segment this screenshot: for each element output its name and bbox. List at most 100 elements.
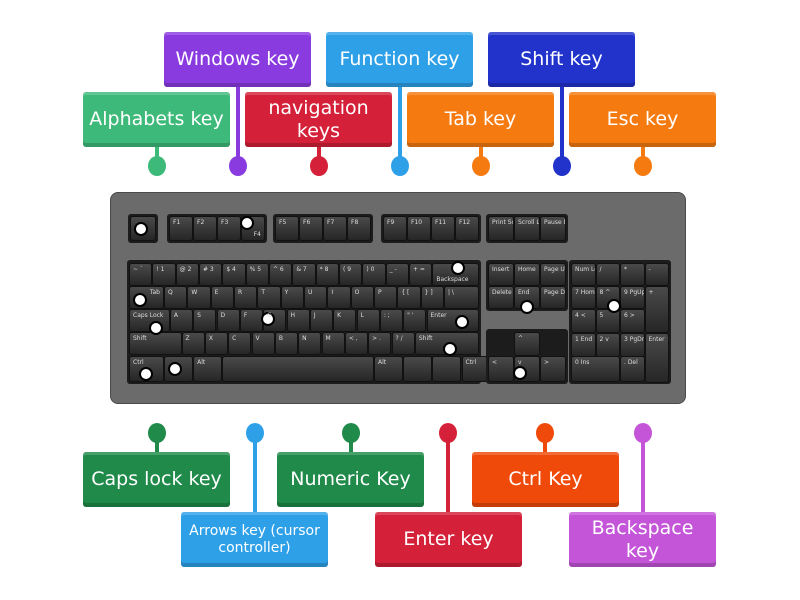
- key[interactable]: -: [644, 263, 669, 286]
- key[interactable]: Y: [280, 286, 304, 309]
- label-backspace[interactable]: Backspace key: [569, 512, 716, 567]
- key[interactable]: 9 PgUp: [620, 286, 645, 309]
- key[interactable]: I: [327, 286, 351, 309]
- drop-target-dot[interactable]: [455, 315, 469, 329]
- key[interactable]: 7 Home: [571, 286, 596, 309]
- key[interactable]: /: [595, 263, 620, 286]
- key[interactable]: Home: [514, 263, 540, 286]
- drop-target-dot[interactable]: [513, 366, 527, 380]
- label-arrows[interactable]: Arrows key (cursor controller): [181, 512, 328, 567]
- key[interactable]: Enter: [426, 309, 479, 332]
- key[interactable]: F11: [431, 216, 455, 241]
- pin-marker[interactable]: [342, 423, 360, 443]
- key[interactable]: ? /: [391, 332, 415, 355]
- key[interactable]: Delete: [488, 286, 514, 309]
- key[interactable]: ) 0: [362, 263, 386, 286]
- key[interactable]: A: [169, 309, 194, 332]
- label-shift[interactable]: Shift key: [488, 32, 635, 87]
- key[interactable]: > .: [368, 332, 392, 355]
- pin-marker[interactable]: [246, 423, 264, 443]
- key[interactable]: <: [488, 356, 514, 382]
- key[interactable]: Enter: [644, 333, 669, 383]
- pin-marker[interactable]: [310, 156, 328, 176]
- key[interactable]: _ -: [385, 263, 409, 286]
- key[interactable]: * 8: [315, 263, 339, 286]
- key[interactable]: P: [374, 286, 398, 309]
- key[interactable]: N: [298, 332, 322, 355]
- key[interactable]: E: [210, 286, 234, 309]
- key[interactable]: [222, 356, 374, 382]
- drop-target-dot[interactable]: [607, 299, 621, 313]
- key[interactable]: Q: [164, 286, 188, 309]
- key[interactable]: @ 2: [175, 263, 199, 286]
- pin-marker[interactable]: [634, 156, 652, 176]
- drop-target-dot[interactable]: [520, 300, 534, 314]
- key[interactable]: + =: [409, 263, 433, 286]
- key[interactable]: Pause Break: [540, 216, 566, 241]
- pin-marker[interactable]: [229, 156, 247, 176]
- key[interactable]: Page Down: [540, 286, 566, 309]
- key[interactable]: F9: [383, 216, 407, 241]
- key[interactable]: | \: [444, 286, 479, 309]
- drop-target-dot[interactable]: [261, 312, 275, 326]
- key[interactable]: F10: [407, 216, 431, 241]
- key[interactable]: 5: [595, 309, 620, 333]
- key[interactable]: ! 1: [152, 263, 176, 286]
- key[interactable]: 2 v: [595, 333, 620, 357]
- key[interactable]: 4 <: [571, 309, 596, 333]
- label-numeric[interactable]: Numeric Key: [277, 452, 424, 507]
- key[interactable]: S: [193, 309, 217, 332]
- key[interactable]: $ 4: [222, 263, 246, 286]
- key[interactable]: } ]: [420, 286, 444, 309]
- drop-target-dot[interactable]: [443, 342, 457, 356]
- key[interactable]: >: [540, 356, 566, 382]
- key[interactable]: < ,: [344, 332, 369, 355]
- drop-target-dot[interactable]: [133, 293, 147, 307]
- key[interactable]: T: [257, 286, 281, 309]
- key[interactable]: " ': [403, 309, 427, 332]
- key[interactable]: Alt: [193, 356, 223, 382]
- label-windows[interactable]: Windows key: [164, 32, 311, 87]
- key[interactable]: V: [251, 332, 275, 355]
- pin-marker[interactable]: [472, 156, 490, 176]
- key[interactable]: Num Lock: [571, 263, 596, 286]
- label-capslock[interactable]: Caps lock key: [83, 452, 230, 507]
- key[interactable]: Print Scr SysRq: [488, 216, 514, 241]
- key[interactable]: 0 Ins: [571, 356, 620, 382]
- key[interactable]: F7: [323, 216, 347, 241]
- key[interactable]: F6: [299, 216, 323, 241]
- key[interactable]: L: [356, 309, 380, 332]
- key[interactable]: C: [228, 332, 252, 355]
- drop-target-dot[interactable]: [139, 367, 153, 381]
- key[interactable]: F8: [347, 216, 371, 241]
- label-alphabets[interactable]: Alphabets key: [83, 92, 230, 147]
- key[interactable]: R: [234, 286, 258, 309]
- key[interactable]: Insert: [488, 263, 514, 286]
- key[interactable]: F12: [455, 216, 479, 241]
- pin-marker[interactable]: [148, 423, 166, 443]
- pin-marker[interactable]: [634, 423, 652, 443]
- pin-marker[interactable]: [553, 156, 571, 176]
- drop-target-dot[interactable]: [240, 216, 254, 230]
- key[interactable]: Page Up: [540, 263, 566, 286]
- key[interactable]: W: [187, 286, 211, 309]
- key[interactable]: ^ 6: [269, 263, 293, 286]
- key[interactable]: F: [239, 309, 264, 332]
- key[interactable]: & 7: [292, 263, 316, 286]
- key[interactable]: Shift: [129, 332, 182, 355]
- drop-target-dot[interactable]: [451, 261, 465, 275]
- key[interactable]: 6 >: [620, 309, 645, 333]
- key[interactable]: ( 9: [339, 263, 363, 286]
- key[interactable]: 3 PgDn: [620, 333, 645, 357]
- key[interactable]: *: [620, 263, 645, 286]
- key[interactable]: F5: [275, 216, 299, 241]
- key[interactable]: U: [304, 286, 328, 309]
- key[interactable]: ~ `: [129, 263, 153, 286]
- pin-marker[interactable]: [536, 423, 554, 443]
- key[interactable]: O: [350, 286, 374, 309]
- key[interactable]: % 5: [245, 263, 269, 286]
- key[interactable]: # 3: [199, 263, 223, 286]
- label-enter[interactable]: Enter key: [375, 512, 522, 567]
- pin-marker[interactable]: [148, 156, 166, 176]
- key[interactable]: J: [309, 309, 334, 332]
